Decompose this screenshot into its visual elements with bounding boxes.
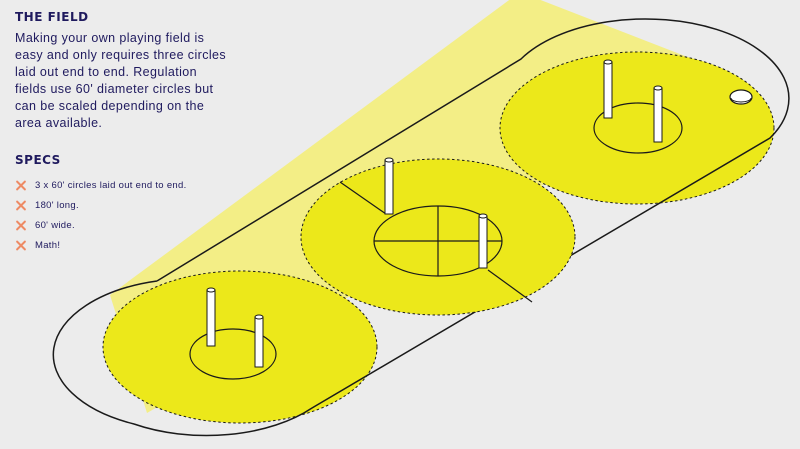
post	[603, 59, 613, 119]
spec-item: 180' long.	[15, 195, 230, 215]
info-panel: THE FIELD Making your own playing field …	[15, 10, 230, 255]
specs-list: 3 x 60' circles laid out end to end. 180…	[15, 175, 230, 255]
spec-item: 3 x 60' circles laid out end to end.	[15, 175, 230, 195]
field-boundary	[52, 18, 790, 437]
middle-circle	[300, 158, 576, 316]
ball	[729, 89, 753, 105]
playing-field	[52, 0, 790, 437]
post	[384, 157, 394, 215]
spec-item-text: 60' wide.	[35, 219, 75, 231]
end-circle-bottom	[102, 270, 378, 424]
post	[653, 85, 663, 143]
spec-item-text: 180' long.	[35, 199, 79, 211]
spec-item-text: Math!	[35, 239, 61, 251]
field-heading: THE FIELD	[15, 10, 89, 24]
post	[478, 213, 488, 269]
spec-item: Math!	[15, 235, 230, 255]
midline-left	[339, 181, 387, 215]
inner-ring-bottom	[189, 328, 277, 380]
spec-item-text: 3 x 60' circles laid out end to end.	[35, 179, 187, 191]
inner-ring-top	[593, 102, 683, 154]
field-description: Making your own playing field is easy an…	[15, 31, 227, 130]
post	[254, 314, 264, 368]
end-circle-top	[499, 51, 775, 205]
midline-right	[487, 269, 533, 303]
specs-heading: SPECS	[15, 153, 61, 167]
post	[206, 287, 216, 347]
spec-item: 60' wide.	[15, 215, 230, 235]
